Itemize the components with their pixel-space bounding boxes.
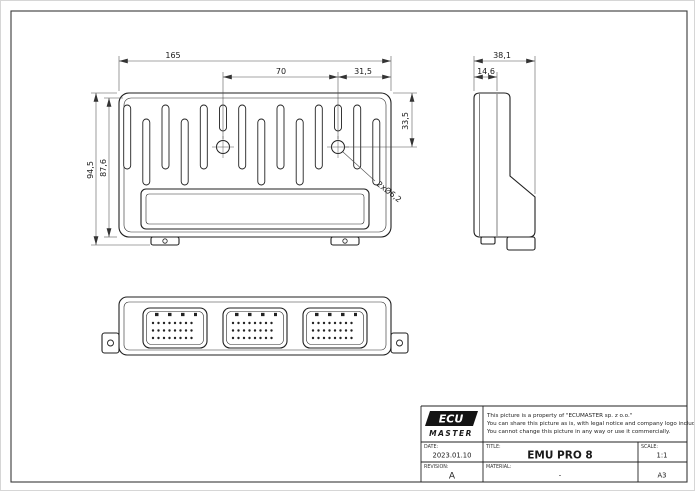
- dim-height-body: 87,6: [99, 159, 108, 177]
- dim-front-width-total: 165: [165, 51, 180, 60]
- revision-label: REVISION:: [424, 464, 449, 470]
- label-recess: [140, 188, 370, 230]
- bottom-mounting-tabs: [101, 332, 409, 354]
- front-mounting-feet: [150, 236, 360, 246]
- date-value: 2023.01.10: [433, 452, 472, 460]
- revision-value: A: [449, 472, 456, 482]
- sheet-frame: [10, 10, 688, 483]
- connector-3: [302, 307, 368, 349]
- legal-line-2: You can share this picture as is, with l…: [486, 421, 695, 427]
- material-label: MATERIAL:: [486, 464, 512, 470]
- dim-hole-to-edge: 31,5: [354, 67, 372, 76]
- dim-height-total: 94,5: [86, 161, 95, 179]
- heatsink-slots: [123, 104, 381, 186]
- dim-hole-spacing: 70: [276, 67, 286, 76]
- side-view-dimensions: 38,1 14,6: [473, 51, 536, 194]
- side-view: [473, 92, 536, 251]
- title-block: ECU MASTER This picture is a property of…: [420, 405, 695, 482]
- mounting-hole-right: [327, 136, 349, 158]
- dim-depth-body: 14,6: [477, 67, 495, 76]
- paper-size-value: A3: [658, 472, 667, 480]
- legal-line-3: You cannot change this picture in any wa…: [486, 429, 670, 435]
- side-enclosure-body: [473, 92, 536, 238]
- connector-2: [222, 307, 288, 349]
- legal-notice: This picture is a property of "ECUMASTER…: [486, 413, 695, 435]
- logo-master-text: MASTER: [429, 429, 473, 438]
- dim-hole-from-top: 33,5: [401, 112, 410, 130]
- legal-line-1: This picture is a property of "ECUMASTER…: [486, 413, 633, 419]
- front-view: [118, 92, 392, 246]
- scale-label: SCALE:: [641, 444, 658, 450]
- connector-1: [142, 307, 208, 349]
- scale-value: 1:1: [657, 452, 668, 460]
- date-label: DATE:: [424, 444, 438, 450]
- side-foot: [506, 236, 536, 251]
- title-value: EMU PRO 8: [527, 450, 592, 462]
- dim-depth-total: 38,1: [493, 51, 511, 60]
- material-value: -: [559, 472, 562, 480]
- title-label: TITLE:: [485, 444, 501, 450]
- logo-ecu-text: ECU: [439, 413, 464, 426]
- bottom-view: [101, 296, 409, 356]
- mounting-hole-left: [212, 136, 234, 158]
- ecumaster-logo: ECU MASTER: [425, 411, 478, 438]
